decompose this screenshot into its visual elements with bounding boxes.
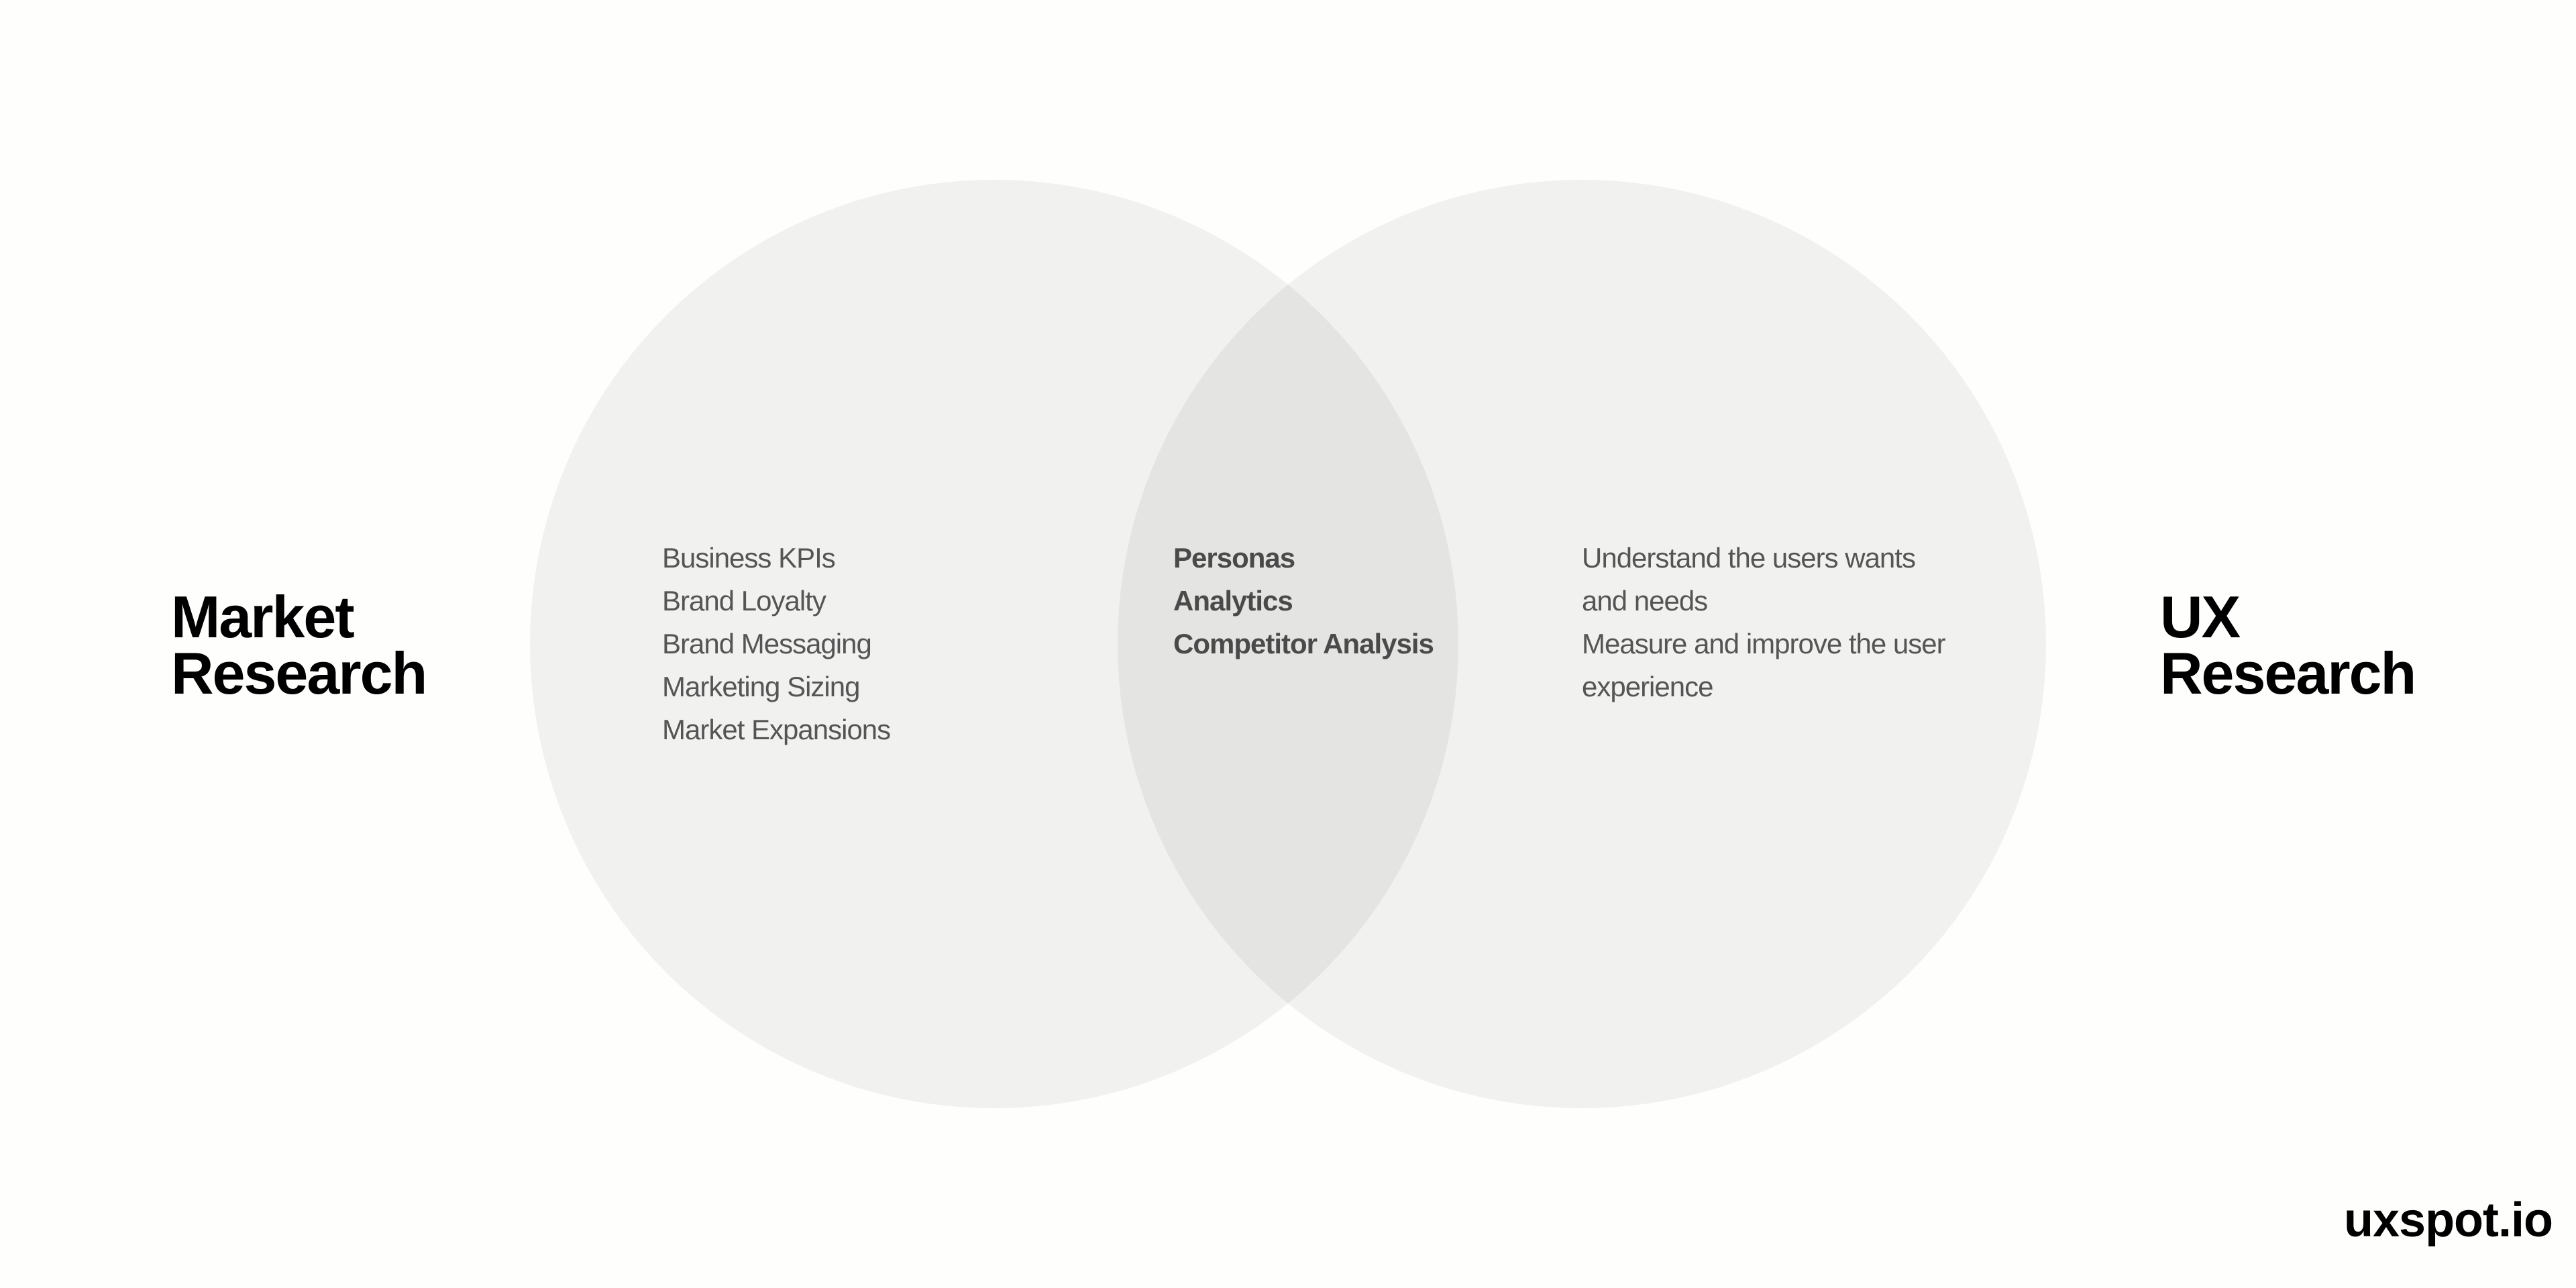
ux-research-circle [1118,180,2046,1108]
list-item: Market Expansions [662,714,891,745]
list-item: Brand Loyalty [662,585,826,616]
overlap-list: Personas Analytics Competitor Analysis [1173,537,1434,665]
list-item: Business KPIs [662,542,836,574]
list-item: Brand Messaging [662,628,872,659]
title-line: UX [2160,584,2241,650]
list-item: Analytics [1173,585,1293,616]
list-item: Competitor Analysis [1173,628,1434,659]
list-item: Personas [1173,542,1295,574]
list-item: experience [1582,671,1713,702]
ux-research-list: Understand the users wants and needs Mea… [1582,537,1946,708]
title-line: Research [171,640,427,706]
market-research-title: Market Research [171,584,427,706]
list-item: Marketing Sizing [662,671,860,702]
uxspot-logo: uxspot.io [2344,1193,2553,1247]
title-line: Market [171,584,355,650]
market-research-circle [530,180,1458,1108]
title-line: Research [2160,640,2416,706]
list-item: and needs [1582,585,1708,616]
market-research-list: Business KPIs Brand Loyalty Brand Messag… [662,537,891,751]
list-item: Measure and improve the user [1582,628,1946,659]
ux-research-title: UX Research [2160,584,2416,706]
list-item: Understand the users wants [1582,542,1916,574]
